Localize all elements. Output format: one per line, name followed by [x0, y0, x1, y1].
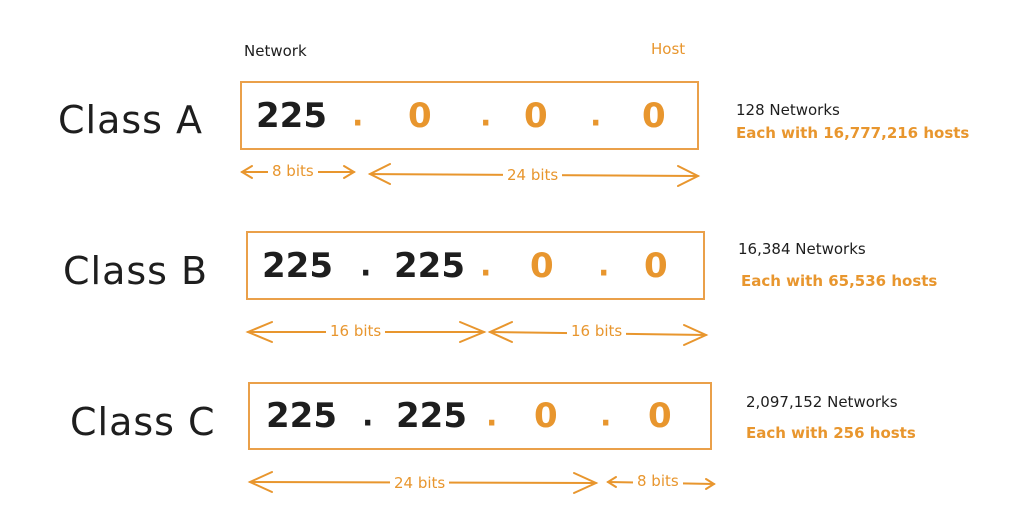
class-c-hosts-count: Each with 256 hosts — [746, 424, 916, 442]
class-c-octet-4: 0 — [648, 396, 672, 436]
class-b-dot-2: . — [480, 248, 492, 283]
class-c-networks-count: 2,097,152 Networks — [746, 393, 898, 411]
class-a-dot-2: . — [480, 98, 492, 133]
class-c-octet-1: 225 — [266, 396, 337, 436]
class-c-dot-1: . — [362, 398, 374, 434]
class-b-ip-box: 225 . 225 . 0 . 0 — [246, 231, 705, 300]
class-c-host-bits: 8 bits — [633, 472, 683, 490]
class-a-octet-4: 0 — [642, 95, 666, 136]
class-a-octet-3: 0 — [524, 95, 548, 136]
class-b-octet-2: 225 — [394, 245, 465, 286]
network-header-label: Network — [244, 42, 307, 60]
class-b-networks-count: 16,384 Networks — [738, 240, 866, 258]
class-a-ip-box: 225 . 0 . 0 . 0 — [240, 81, 699, 150]
class-c-octet-2: 225 — [396, 396, 467, 436]
class-c-dot-3: . — [600, 398, 612, 434]
class-b-octet-4: 0 — [644, 245, 668, 286]
class-b-octet-3: 0 — [530, 245, 554, 286]
class-a-dot-3: . — [590, 98, 602, 133]
class-a-network-bits: 8 bits — [268, 162, 318, 180]
host-header-label: Host — [651, 40, 686, 58]
class-a-hosts-count: Each with 16,777,216 hosts — [736, 124, 970, 142]
class-c-network-bits: 24 bits — [390, 474, 450, 492]
class-a-dot-1: . — [352, 98, 364, 133]
class-b-hosts-count: Each with 65,536 hosts — [741, 272, 938, 290]
class-b-network-bits: 16 bits — [326, 322, 386, 340]
class-a-label: Class A — [58, 98, 204, 142]
class-c-octet-3: 0 — [534, 396, 558, 436]
class-b-dot-3: . — [598, 248, 610, 283]
class-b-host-bits: 16 bits — [567, 322, 627, 340]
class-c-label: Class C — [70, 400, 216, 444]
class-a-networks-count: 128 Networks — [736, 101, 840, 119]
class-c-ip-box: 225 . 225 . 0 . 0 — [248, 382, 712, 450]
class-b-dot-1: . — [360, 248, 372, 283]
class-b-octet-1: 225 — [262, 245, 333, 286]
class-c-dot-2: . — [486, 398, 498, 434]
class-a-octet-2: 0 — [408, 95, 432, 136]
class-a-host-bits: 24 bits — [503, 166, 563, 184]
class-a-octet-1: 225 — [256, 95, 327, 136]
class-b-label: Class B — [63, 249, 209, 293]
